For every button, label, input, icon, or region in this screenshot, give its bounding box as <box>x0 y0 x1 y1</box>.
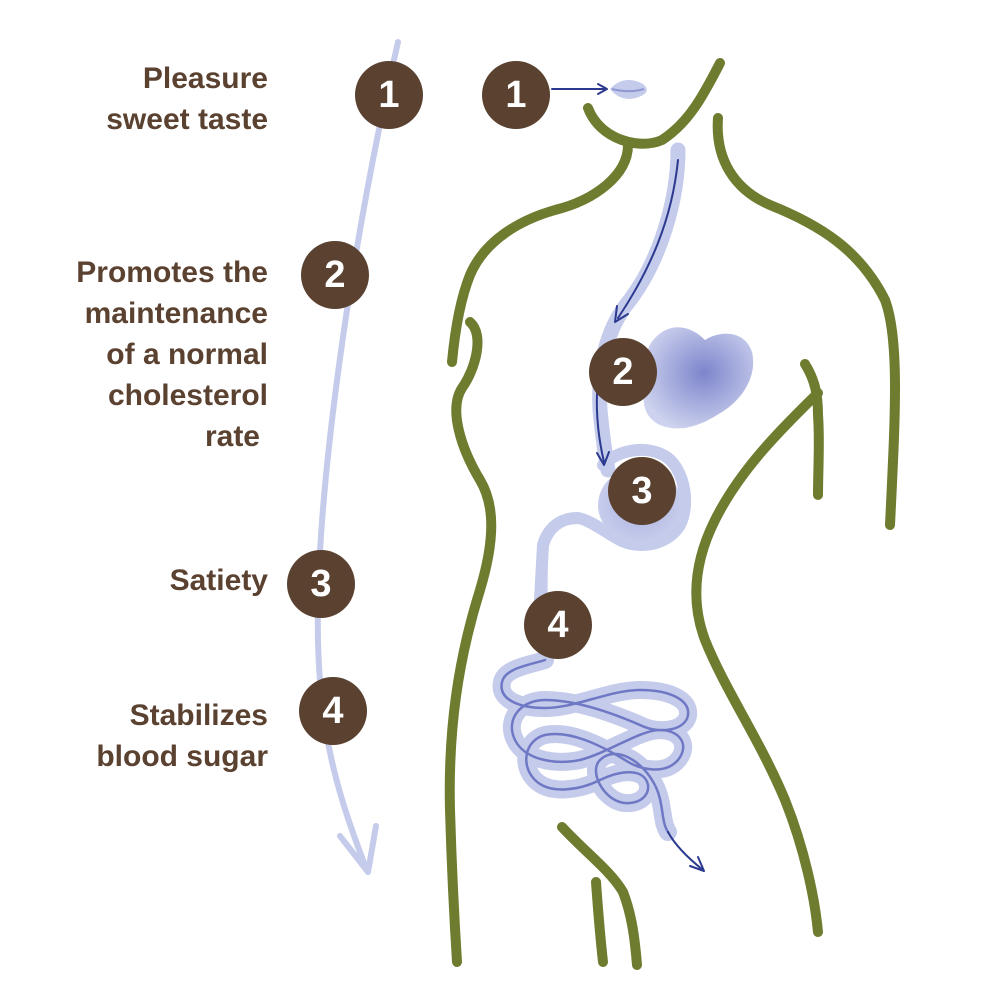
benefit-4-line-2: blood sugar <box>96 740 268 773</box>
benefit-2-line-2: maintenance <box>84 297 268 330</box>
intestines-organ <box>492 651 698 841</box>
food-flow-arrows <box>551 83 705 872</box>
stomach-arrow <box>595 392 605 463</box>
benefit-label-3: Satiety <box>170 560 268 601</box>
benefit-label-2: Promotes the maintenance of a normal cho… <box>76 252 268 457</box>
benefit-badge-4: 4 <box>299 677 367 745</box>
benefit-2-line-1: Promotes the <box>76 256 268 289</box>
benefit-3-line-1: Satiety <box>169 564 268 597</box>
benefit-label-4: Stabilizes blood sugar <box>96 695 268 777</box>
right-arm-outline <box>800 359 824 500</box>
benefit-2-line-5: rate <box>204 420 260 453</box>
exit-arrow <box>667 831 704 871</box>
esophagus <box>592 142 686 478</box>
right-waist-outline <box>691 388 823 937</box>
benefit-badge-2: 2 <box>301 241 369 309</box>
benefit-badge-1: 1 <box>355 61 423 129</box>
body-marker-2: 2 <box>589 338 657 406</box>
left-arm-outline <box>444 317 497 967</box>
right-leg-outline <box>591 877 608 967</box>
body-marker-1: 1 <box>482 61 550 129</box>
mouth-icon <box>610 79 647 99</box>
left-shoulder-outline <box>447 140 633 367</box>
esophagus-arrow <box>617 159 679 319</box>
process-arrow <box>314 39 401 875</box>
left-leg-outline <box>557 822 642 970</box>
benefit-1-line-1: Pleasure <box>142 62 268 95</box>
body-marker-3: 3 <box>608 457 676 525</box>
body-marker-4: 4 <box>524 591 592 659</box>
benefit-4-line-1: Stabilizes <box>129 699 268 732</box>
benefit-2-line-4: cholesterol <box>107 379 268 412</box>
liver-organ <box>643 327 754 429</box>
benefit-1-line-2: sweet taste <box>106 103 268 136</box>
benefit-label-1: Pleasure sweet taste <box>106 58 268 140</box>
right-shoulder-outline <box>712 113 900 530</box>
benefit-badge-3: 3 <box>287 550 355 618</box>
body-silhouette <box>444 58 900 970</box>
chin-outline <box>583 58 725 149</box>
benefit-2-line-3: of a normal <box>106 338 268 371</box>
